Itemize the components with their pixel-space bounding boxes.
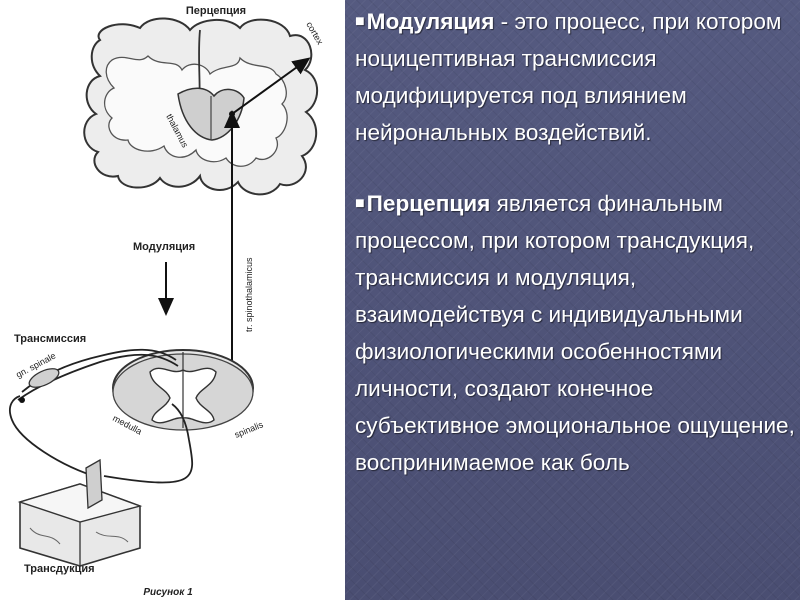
modulation-label: Модуляция [133, 241, 195, 253]
perception-text: является финальным процессом, при которо… [355, 191, 795, 475]
skin-receptor-block [17, 458, 143, 567]
modulation-text: - это процесс, при котором ноцицептивная… [355, 9, 782, 145]
perception-label: Перцепция [186, 5, 246, 17]
square-bullet-icon: ■ [355, 13, 365, 30]
brain-section [83, 17, 319, 196]
square-bullet-icon: ■ [355, 195, 365, 212]
modulation-definition: ■Модуляция - это процесс, при котором но… [355, 3, 795, 151]
slide-text-panel: ■Модуляция - это процесс, при котором но… [345, 0, 800, 600]
cortex-projection-arrow [231, 57, 311, 115]
figure-caption: Рисунок 1 [143, 587, 193, 598]
afferent-neuron [8, 348, 194, 484]
spinalis-label: spinalis [233, 419, 265, 440]
pain-pathway-diagram: Перцепция cortex thalamus Модуляция tr. … [8, 5, 325, 598]
perception-definition: ■Перцепция является финальным процессом,… [355, 185, 795, 481]
perception-term: Перцепция [366, 191, 491, 216]
pain-pathway-figure: Перцепция cortex thalamus Модуляция tr. … [0, 0, 345, 600]
transduction-label: Трансдукция [24, 563, 95, 575]
tract-label: tr. spinothalamicus [244, 257, 254, 332]
transmission-label: Трансмиссия [14, 333, 86, 345]
modulation-term: Модуляция [366, 9, 495, 34]
spinal-cord-section [112, 349, 254, 431]
